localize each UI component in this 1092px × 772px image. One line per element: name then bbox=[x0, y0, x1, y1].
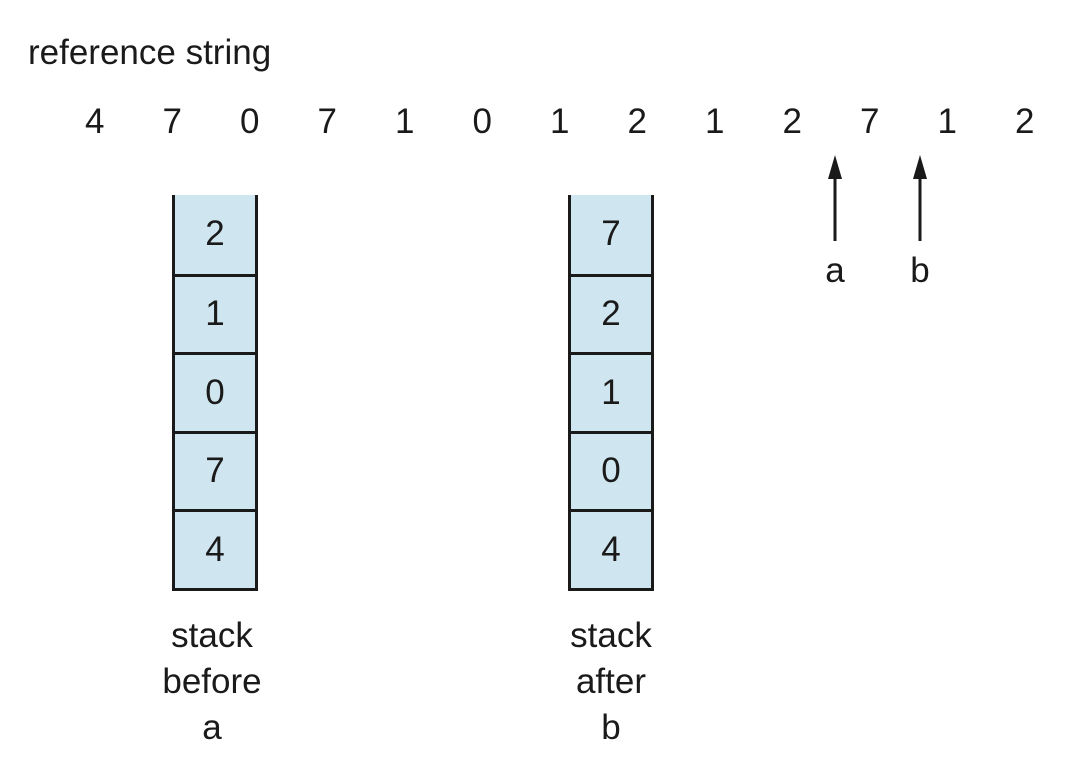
marker: b bbox=[898, 153, 942, 291]
caption-line: before bbox=[162, 662, 262, 701]
stack-cell: 1 bbox=[571, 352, 651, 431]
caption-line: stack bbox=[570, 616, 652, 655]
caption-line: after bbox=[575, 662, 647, 701]
stack-cell: 7 bbox=[571, 195, 651, 274]
reference-number: 2 bbox=[782, 102, 802, 141]
reference-number: 4 bbox=[85, 102, 105, 141]
stack-cell: 4 bbox=[175, 509, 255, 588]
reference-number: 1 bbox=[705, 102, 725, 141]
marker-label: b bbox=[910, 251, 930, 290]
reference-number: 2 bbox=[1015, 102, 1035, 141]
stack-cell: 4 bbox=[571, 509, 651, 588]
up-arrow-icon bbox=[828, 155, 842, 241]
marker-label: a bbox=[825, 251, 845, 290]
caption-line: b bbox=[601, 708, 621, 747]
stack-cell: 2 bbox=[571, 273, 651, 352]
reference-number: 1 bbox=[550, 102, 570, 141]
up-arrow-icon bbox=[913, 155, 927, 241]
caption-line: a bbox=[202, 708, 222, 747]
reference-markers: a b bbox=[813, 153, 942, 291]
reference-number: 1 bbox=[937, 102, 957, 141]
figure-title: reference string bbox=[28, 33, 272, 72]
stack-after-b: 7 2 1 0 4 bbox=[568, 195, 654, 591]
reference-number: 2 bbox=[627, 102, 647, 141]
stack-before-a: 2 1 0 7 4 bbox=[172, 195, 258, 591]
reference-number: 0 bbox=[240, 102, 260, 141]
reference-number: 7 bbox=[860, 102, 880, 141]
stack-cell: 7 bbox=[175, 430, 255, 509]
reference-number: 7 bbox=[317, 102, 337, 141]
reference-number: 1 bbox=[395, 102, 415, 141]
reference-number: 0 bbox=[472, 102, 492, 141]
stack-before-caption: stack before a bbox=[102, 613, 322, 751]
stack-cell: 0 bbox=[571, 430, 651, 509]
caption-line: stack bbox=[171, 616, 253, 655]
reference-number: 7 bbox=[162, 102, 182, 141]
reference-string-row: 4 7 0 7 1 0 1 2 1 2 7 1 2 bbox=[56, 102, 1064, 142]
stack-after-caption: stack after b bbox=[501, 613, 721, 751]
stack-cell: 0 bbox=[175, 352, 255, 431]
stack-cell: 1 bbox=[175, 273, 255, 352]
stack-cell: 2 bbox=[175, 195, 255, 274]
marker: a bbox=[813, 153, 857, 291]
